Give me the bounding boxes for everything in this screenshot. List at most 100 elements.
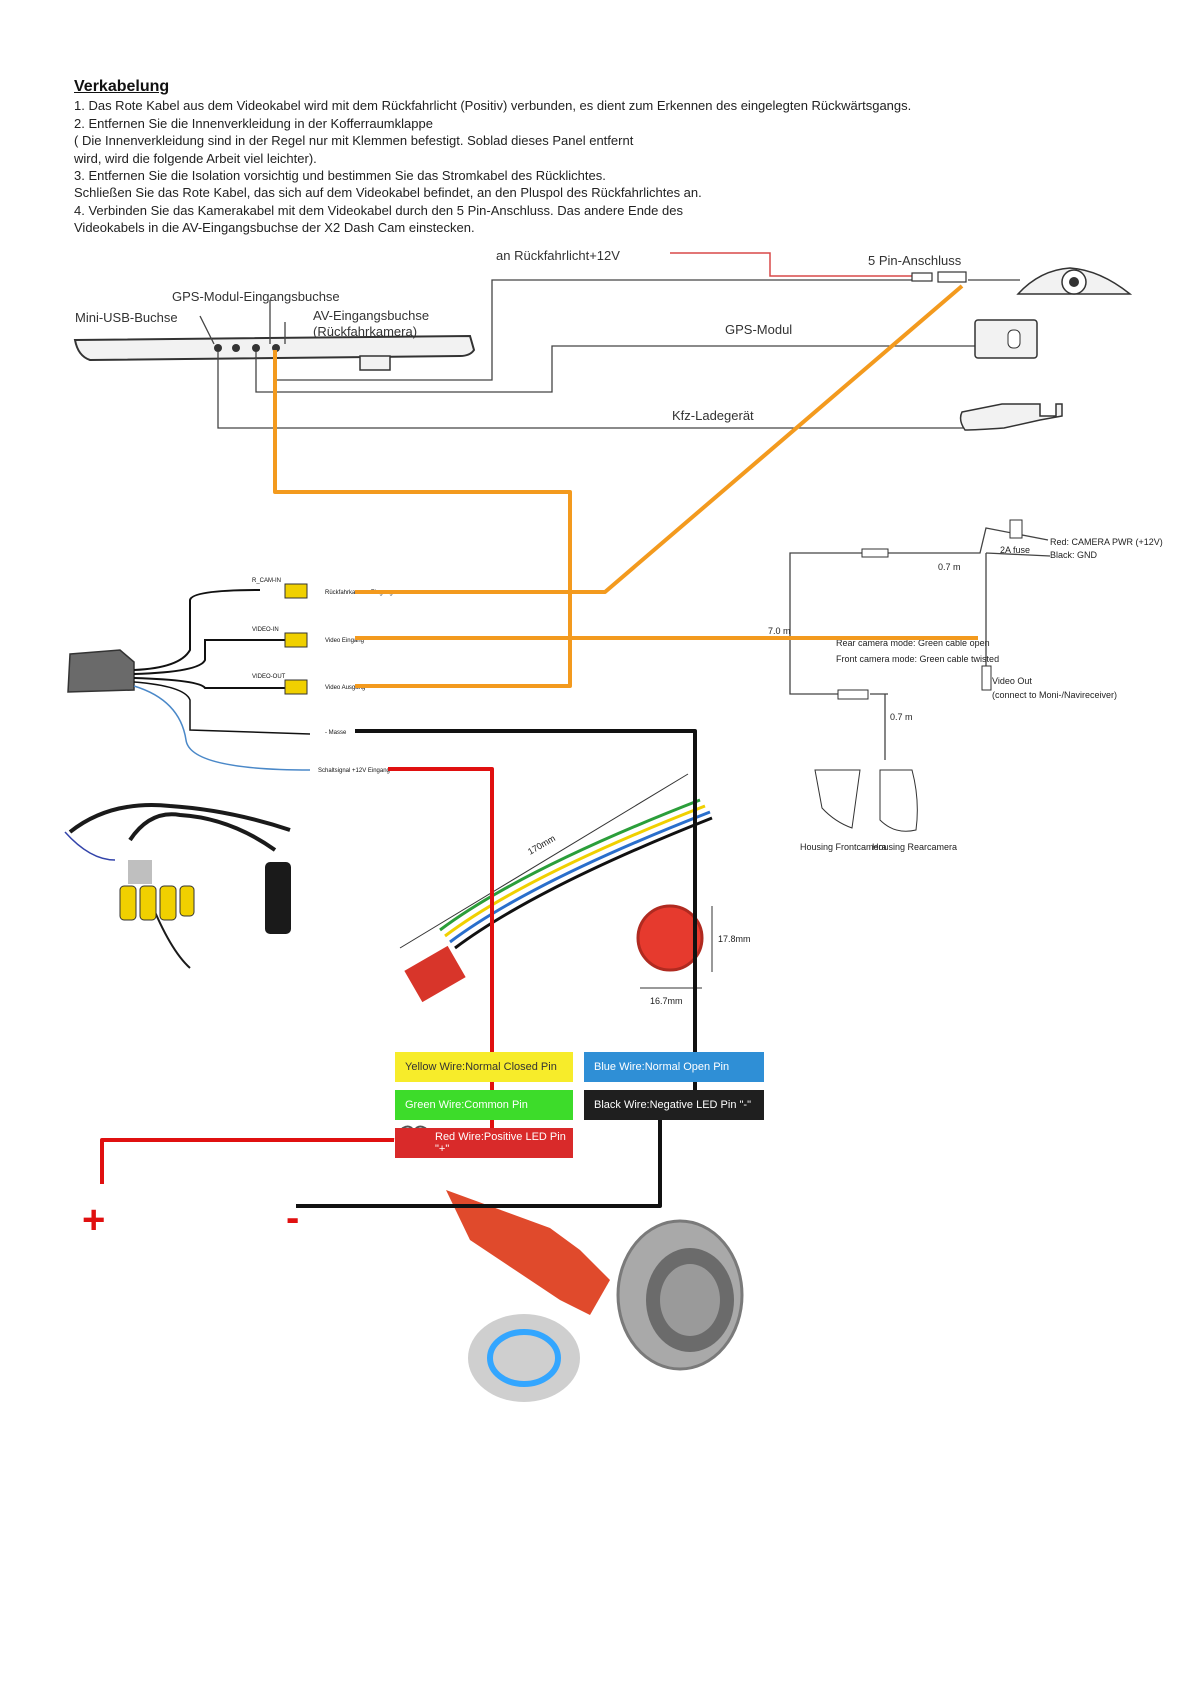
legend-green-text: Green Wire:Common Pin (405, 1099, 528, 1111)
harness-wire (133, 589, 261, 671)
legend-black-text: Black Wire:Negative LED Pin "-" (594, 1099, 751, 1111)
front-camera-housing-icon (814, 769, 861, 829)
video-harness: R_CAM-IN VIDEO-IN VIDEO-OUT Rückfahrkame… (67, 578, 393, 774)
width-label: 16.7mm (650, 996, 683, 1006)
harness-wire (133, 681, 311, 735)
switch-led-ring (487, 1329, 561, 1387)
orange-wire-rcam (355, 284, 964, 594)
harness-plug-icon (67, 649, 135, 693)
photo-rca-icon (119, 885, 137, 921)
instruction-line: Videokabels in die AV-Eingangsbuchse der… (74, 220, 475, 236)
minus-symbol: - (286, 1196, 300, 1240)
harness-wire (133, 677, 290, 689)
pin-connector-male (911, 272, 933, 282)
usb-leader (199, 315, 215, 345)
connector-top-view-icon (636, 904, 704, 972)
av-input-label: AV-Eingangsbuchse (313, 308, 429, 323)
gps-port-icon (232, 344, 240, 352)
av-input-sub-label: (Rückfahrkamera) (313, 324, 417, 339)
mode-rear-label: Rear camera mode: Green cable open (836, 638, 990, 648)
switch-diagram: 170mm 17.8mm 16.7mm (399, 773, 751, 1402)
gnd-cable (985, 552, 1051, 557)
legend-blue-text: Blue Wire:Normal Open Pin (594, 1061, 730, 1073)
pin-connector-female (937, 271, 967, 283)
video-out-sub-label: (connect to Moni-/Navireceiver) (992, 690, 1117, 700)
dashcam-diagram: an Rückfahrlicht+12V 5 Pin-Anschluss GPS… (73, 248, 1133, 431)
rca-connector-icon (284, 583, 308, 599)
instructions: Verkabelung 1. Das Rote Kabel aus dem Vi… (74, 78, 1154, 237)
harness-connector-label: - Masse (325, 730, 347, 736)
camera-power-label: Red: CAMERA PWR (+12V) (1050, 537, 1163, 547)
switch-button-face (660, 1264, 720, 1336)
instruction-line: 4. Verbinden Sie das Kamerakabel mit dem… (74, 202, 683, 218)
switch-wire-blue (449, 810, 711, 944)
cable-connector (861, 548, 889, 558)
camera-wiring-diagram: Red: CAMERA PWR (+12V) Black: GND 2A fus… (768, 519, 1163, 852)
photo-connector (128, 860, 152, 884)
harness-label: R_CAM-IN (252, 578, 281, 584)
reverse-light-wire (670, 252, 912, 277)
harness-label: VIDEO-IN (252, 627, 279, 633)
cable-photo (64, 803, 291, 969)
harness-label: VIDEO-OUT (252, 674, 286, 680)
video-out-plug-icon (981, 665, 992, 691)
instruction-line: ( Die Innenverkleidung sind in der Regel… (74, 133, 634, 149)
instruction-line: 2. Entfernen Sie die Innenverkleidung in… (74, 115, 433, 131)
photo-rca-icon (179, 885, 195, 917)
instruction-line: 3. Entfernen Sie die Isolation vorsichti… (74, 168, 606, 184)
legend-red: Red Wire:Positive LED Pin "+" (395, 1128, 573, 1158)
gps-wire (255, 345, 975, 393)
rear-housing-label: Housing Rearcamera (872, 842, 957, 852)
rca-connector-icon (284, 679, 308, 695)
reverse-light-label: an Rückfahrlicht+12V (496, 248, 620, 263)
legend-yellow-text: Yellow Wire:Normal Closed Pin (405, 1061, 557, 1073)
pin-connector-label: 5 Pin-Anschluss (868, 253, 962, 268)
harness-wire-blue (133, 685, 311, 771)
switch-wire-black (454, 816, 713, 950)
photo-rca-icon (139, 885, 157, 921)
gps-module-icon (974, 319, 1038, 359)
legend-blue: Blue Wire:Normal Open Pin (584, 1052, 764, 1082)
length-label: 170mm (526, 833, 557, 857)
mini-usb-label: Mini-USB-Buchse (75, 310, 178, 325)
harness-connector-label: Schaltsignal +12V Eingang (318, 768, 390, 774)
mode-front-label: Front camera mode: Green cable twisted (836, 654, 999, 664)
cable-connector (837, 689, 869, 700)
plus-symbol: + (82, 1198, 106, 1242)
gps-input-label: GPS-Modul-Eingangsbuchse (172, 289, 340, 304)
height-label: 17.8mm (718, 934, 751, 944)
instructions-heading: Verkabelung (74, 78, 170, 95)
camera-lens-center-icon (1069, 277, 1079, 287)
charger-label: Kfz-Ladegerät (672, 408, 754, 423)
instruction-line: 1. Das Rote Kabel aus dem Videokabel wir… (74, 98, 912, 114)
length-dimension-line (399, 773, 689, 949)
harness-connector-label: Video Ausgang (325, 685, 365, 691)
dashcam-mount (359, 355, 391, 371)
gps-module-label: GPS-Modul (725, 322, 792, 337)
fuse-icon (1009, 519, 1023, 539)
switch-lit-photo (468, 1314, 580, 1402)
rca-connector-icon (284, 632, 308, 648)
photo-module-icon (265, 862, 291, 934)
instruction-line: wird, wird die folgende Arbeit viel leic… (74, 150, 317, 166)
photo-rca-icon (159, 885, 177, 921)
switch-wire-green (439, 798, 701, 932)
harness-connector-label: Video Eingang (325, 638, 364, 644)
legend-green: Green Wire:Common Pin (395, 1090, 573, 1120)
cable-length-label: 0.7 m (890, 712, 913, 722)
camera-cable (789, 552, 860, 695)
car-charger-icon (959, 403, 1063, 431)
av-port-icon (252, 344, 260, 352)
charger-wire (217, 352, 965, 429)
legend-black: Black Wire:Negative LED Pin "-" (584, 1090, 764, 1120)
cable-length-label: 7.0 m (768, 626, 791, 636)
switch-wire-yellow (444, 804, 706, 938)
front-housing-label: Housing Frontcamera (800, 842, 887, 852)
fuse-label: 2A fuse (1000, 545, 1030, 555)
legend-red-text: Red Wire:Positive LED Pin "+" (435, 1131, 566, 1155)
usb-port-icon (214, 344, 222, 352)
photo-cable-blue (64, 831, 116, 861)
orange-wire-video-out (273, 350, 572, 688)
